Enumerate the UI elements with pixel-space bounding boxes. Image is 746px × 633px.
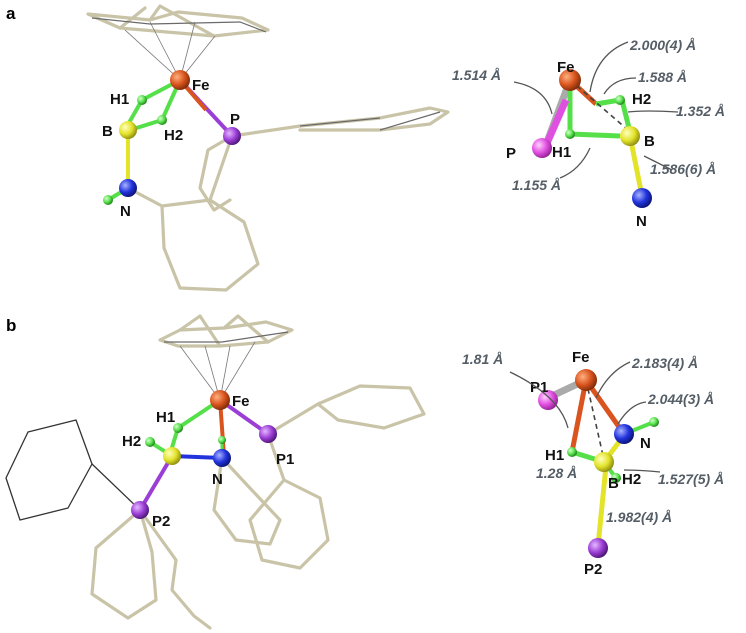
panel-a-detail-h2-atom — [615, 95, 625, 105]
panel-a-dist-4: 1.155 Å — [512, 177, 561, 193]
panel-a-dist-0: 1.514 Å — [452, 67, 501, 83]
panel-b-h2-label: H2 — [122, 433, 141, 450]
panel-a-n-label: N — [120, 203, 131, 220]
panel-b-ligand-frame — [5, 384, 426, 630]
panel-a-ligand-frame — [126, 106, 450, 292]
panel-a-detail-p-atom — [532, 138, 552, 158]
panel-a-detail-b-label: B — [644, 133, 655, 150]
panel-b-p1-atom — [259, 425, 277, 443]
panel-a-p-label: P — [230, 111, 240, 128]
panel-b-detail-p1-label: P1 — [530, 379, 548, 396]
panel-b-detail-p1-atom — [538, 390, 558, 410]
panel-b-letter: b — [6, 316, 16, 335]
panel-b-detail-n-label: N — [640, 435, 651, 452]
panel-a-h1-atom — [137, 95, 147, 105]
panel-a-dist-5: 1.586(6) Å — [650, 161, 716, 177]
panel-b-dist-3: 1.28 Å — [536, 465, 577, 481]
panel-b-n-label: N — [212, 471, 223, 488]
panel-a-detail-n-atom — [632, 188, 652, 208]
panel-b-dist-0: 1.81 Å — [462, 351, 503, 367]
panel-b-detail-fe-label: Fe — [572, 349, 590, 366]
panel-b-detail-p2-atom — [588, 538, 608, 558]
panel-b-nh-atom — [218, 436, 226, 444]
panel-a-detail-n-label: N — [636, 213, 647, 230]
panel-a-fe-label: Fe — [192, 77, 210, 94]
panel-a-detail-h1-atom — [565, 129, 575, 139]
panel-b-p1-label: P1 — [276, 451, 294, 468]
panel-b-dist-2: 2.044(3) Å — [647, 391, 714, 407]
panel-a-detail-b-atom — [620, 126, 640, 146]
panel-a-dist-2: 1.588 Å — [638, 69, 687, 85]
panel-b-h1-label: H1 — [156, 409, 175, 426]
panel-a-detail-fe-label: Fe — [557, 59, 575, 76]
panel-a-h2-label: H2 — [164, 127, 183, 144]
panel-b-n-atom — [213, 449, 231, 467]
panel-b-fe-atom — [210, 390, 230, 410]
panel-b-dist-1: 2.183(4) Å — [631, 355, 698, 371]
panel-a-detail-p-label: P — [506, 145, 516, 162]
panel-a-detail-fe-atom — [559, 69, 581, 91]
panel-a-cp-ring — [86, 4, 270, 81]
panel-a-letter: a — [6, 4, 16, 23]
panel-b-h1-atom — [173, 423, 183, 433]
panel-b-p2-atom — [131, 501, 149, 519]
panel-b-detail-b-label: B — [608, 475, 619, 492]
panel-a-b-atom — [119, 121, 137, 139]
panel-a-distance-arrows — [513, 41, 679, 179]
panel-a-b-label: B — [102, 123, 113, 140]
panel-b-detail-h1-label: H1 — [545, 447, 564, 464]
panel-b-dist-4: 1.527(5) Å — [658, 471, 724, 487]
panel-b-detail-p2-label: P2 — [584, 561, 602, 578]
panel-a-p-atom — [223, 127, 241, 145]
panel-b-detail-h2-label: H2 — [622, 471, 641, 488]
panel-a-h1-label: H1 — [110, 91, 129, 108]
panel-a-n-atom — [119, 179, 137, 197]
panel-b-detail-h2-atom — [611, 473, 621, 483]
panel-b-p2-label: P2 — [152, 513, 170, 530]
panel-b-detail-b-atom — [594, 452, 614, 472]
panel-b-detail-h1-atom — [567, 447, 577, 457]
panel-b-fe-label: Fe — [232, 393, 250, 410]
panel-b-h2-atom — [145, 437, 155, 447]
panel-b-detail-fe-atom — [575, 369, 597, 391]
panel-b-dist-5: 1.982(4) Å — [606, 509, 672, 525]
panel-b-b-atom — [163, 447, 181, 465]
panel-b-detail-n-atom — [614, 424, 634, 444]
panel-a-dist-1: 2.000(4) Å — [629, 37, 696, 53]
panel-b-detail-nh-atom — [649, 417, 659, 427]
panel-a-dist-3: 1.352 Å — [676, 103, 725, 119]
panel-b-cp-ring — [158, 314, 294, 401]
panel-a-detail-h2-label: H2 — [632, 91, 651, 108]
panel-a-h2-atom — [157, 115, 167, 125]
panel-a-nh-atom — [103, 195, 113, 205]
panel-a-detail-h1-label: H1 — [552, 144, 571, 161]
panel-b-distance-arrows — [509, 361, 661, 473]
panel-a-fe-atom — [170, 70, 190, 90]
